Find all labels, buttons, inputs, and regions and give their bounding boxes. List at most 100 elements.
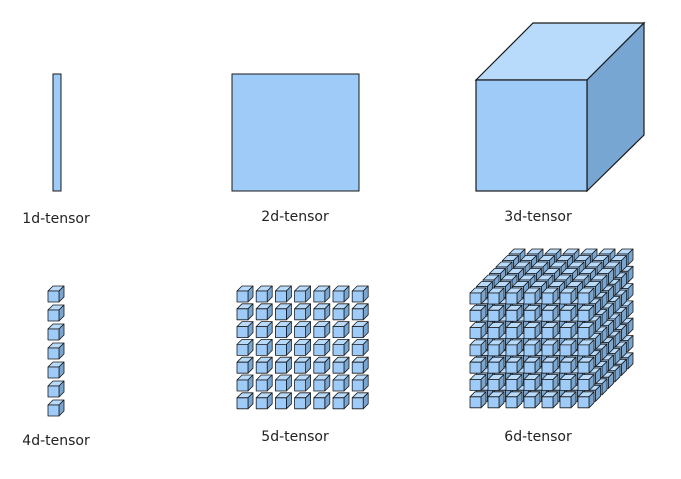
mini-cube [351,303,369,321]
mini-cube [274,374,292,392]
tensor-6d-label: 6d-tensor [504,429,572,445]
mini-cube [351,321,369,339]
mini-cube [351,374,369,392]
tensor-2d-shape [231,73,360,192]
mini-cube [332,285,350,303]
tensor-4d-label: 4d-tensor [22,433,90,449]
mini-cube [505,374,523,391]
mini-cube [487,339,505,357]
mini-cube [487,322,505,340]
mini-cube [523,391,541,409]
mini-cube [313,321,331,339]
mini-cube [274,285,292,303]
mini-cube [487,356,505,374]
mini-cube [577,287,595,305]
mini-cube [577,356,595,374]
mini-cube [236,338,254,356]
mini-cube [274,356,292,374]
mini-cube [541,287,559,305]
mini-cube [332,338,350,356]
mini-cube [294,321,312,339]
tensor-3d-shape [474,21,646,193]
mini-cube [469,374,487,391]
mini-cube [541,304,559,322]
mini-cube [523,304,541,322]
mini-cube [313,285,331,303]
mini-cube [559,304,577,322]
mini-cube [294,303,312,321]
mini-cube [577,374,595,391]
tensor-1d-label: 1d-tensor [22,211,90,227]
mini-cube [47,342,65,360]
mini-cube [541,339,559,357]
tensor-2d-label: 2d-tensor [261,209,329,225]
mini-cube [577,304,595,322]
mini-cube [274,338,292,356]
mini-cube [505,322,523,340]
mini-cube [577,339,595,357]
mini-cube [469,322,487,340]
mini-cube [523,356,541,374]
mini-cube [559,322,577,340]
mini-cube [541,391,559,409]
tensor-5d-shape [236,285,369,410]
mini-cube [332,392,350,410]
tensor-1d-shape [52,73,62,192]
mini-cube [294,285,312,303]
mini-cube [351,285,369,303]
mini-cube [313,374,331,392]
mini-cube [505,356,523,374]
mini-cube [469,391,487,409]
mini-cube [274,303,292,321]
mini-cube [469,339,487,357]
mini-cube [255,303,273,321]
mini-cube [236,356,254,374]
mini-cube [577,391,595,409]
tensor-6d-shape [469,248,634,409]
mini-cube [487,287,505,305]
mini-cube [313,392,331,410]
mini-cube [255,374,273,392]
mini-cube [505,287,523,305]
mini-cube [255,321,273,339]
mini-cube [559,287,577,305]
mini-cube [469,287,487,305]
mini-cube [505,391,523,409]
mini-cube [523,287,541,305]
mini-cube [294,338,312,356]
mini-cube [559,356,577,374]
mini-cube [255,356,273,374]
mini-cube [559,374,577,391]
mini-cube [313,356,331,374]
mini-cube [523,322,541,340]
mini-cube [294,392,312,410]
mini-cube [47,399,65,417]
mini-cube [469,356,487,374]
mini-cube [47,361,65,379]
mini-cube [577,322,595,340]
mini-cube [274,392,292,410]
tensor-3d-label: 3d-tensor [504,209,572,225]
mini-cube [332,303,350,321]
mini-cube [332,356,350,374]
mini-cube [294,356,312,374]
mini-cube [505,339,523,357]
mini-cube [294,374,312,392]
mini-cube [236,285,254,303]
mini-cube [505,304,523,322]
mini-cube [332,374,350,392]
mini-cube [541,322,559,340]
mini-cube [332,321,350,339]
mini-cube [236,321,254,339]
mini-cube [255,338,273,356]
mini-cube [351,392,369,410]
mini-cube [313,303,331,321]
mini-cube [541,356,559,374]
mini-cube [236,303,254,321]
mini-cube [559,391,577,409]
mini-cube [255,285,273,303]
mini-cube [541,374,559,391]
mini-cube [487,304,505,322]
mini-cube [255,392,273,410]
